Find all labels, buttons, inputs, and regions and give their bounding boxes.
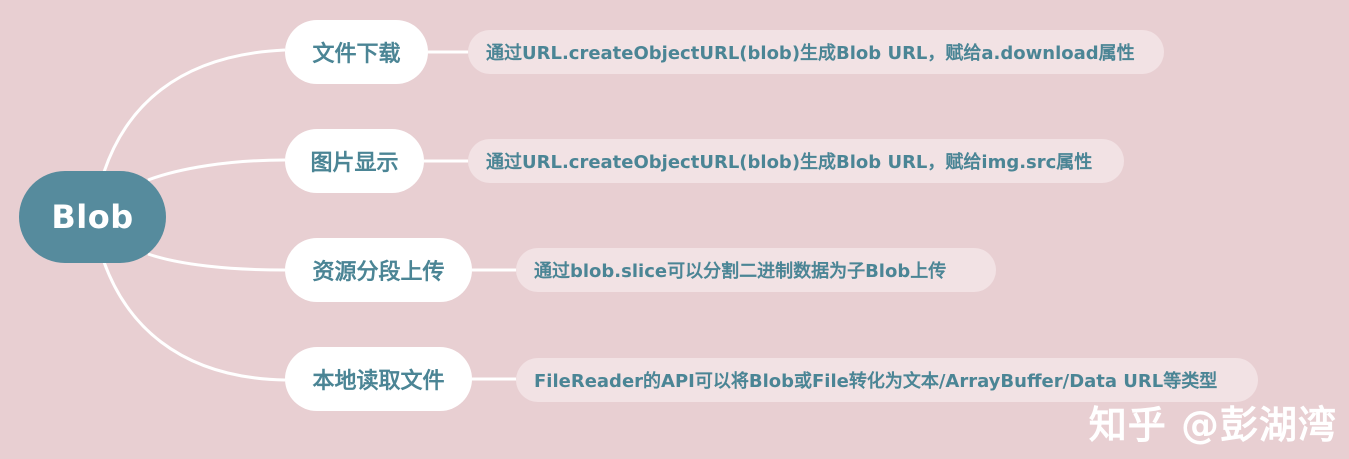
- note-chunk-upload: 通过blob.slice可以分割二进制数据为子Blob上传: [516, 248, 996, 292]
- connector-root-to-file-download: [102, 48, 286, 173]
- note-text: 通过URL.createObjectURL(blob)生成Blob URL，赋给…: [486, 152, 1093, 173]
- note-file-download: 通过URL.createObjectURL(blob)生成Blob URL，赋给…: [468, 30, 1164, 74]
- branch-label: 资源分段上传: [312, 260, 445, 285]
- branch-node-file-download: 文件下载: [285, 20, 428, 84]
- root-node-label: Blob: [51, 198, 134, 236]
- note-text: 通过blob.slice可以分割二进制数据为子Blob上传: [534, 261, 947, 282]
- branch-label: 本地读取文件: [312, 369, 445, 394]
- branch-node-local-read: 本地读取文件: [285, 347, 472, 411]
- connector-root-to-chunk-upload: [147, 252, 286, 272]
- branch-label: 文件下载: [312, 42, 401, 67]
- branch-node-chunk-upload: 资源分段上传: [285, 238, 472, 302]
- connector-root-to-image-display: [147, 158, 286, 182]
- branch-label: 图片显示: [310, 151, 399, 176]
- note-text: FileReader的API可以将Blob或File转化为文本/ArrayBuf…: [534, 371, 1218, 392]
- zhihu-watermark: 知乎 @彭湖湾: [1088, 403, 1337, 447]
- note-text: 通过URL.createObjectURL(blob)生成Blob URL，赋给…: [486, 43, 1135, 64]
- note-local-read: FileReader的API可以将Blob或File转化为文本/ArrayBuf…: [516, 358, 1258, 402]
- connector-root-to-local-read: [102, 261, 286, 382]
- root-node-blob: Blob: [19, 171, 166, 263]
- note-image-display: 通过URL.createObjectURL(blob)生成Blob URL，赋给…: [468, 139, 1124, 183]
- branch-node-image-display: 图片显示: [285, 129, 424, 193]
